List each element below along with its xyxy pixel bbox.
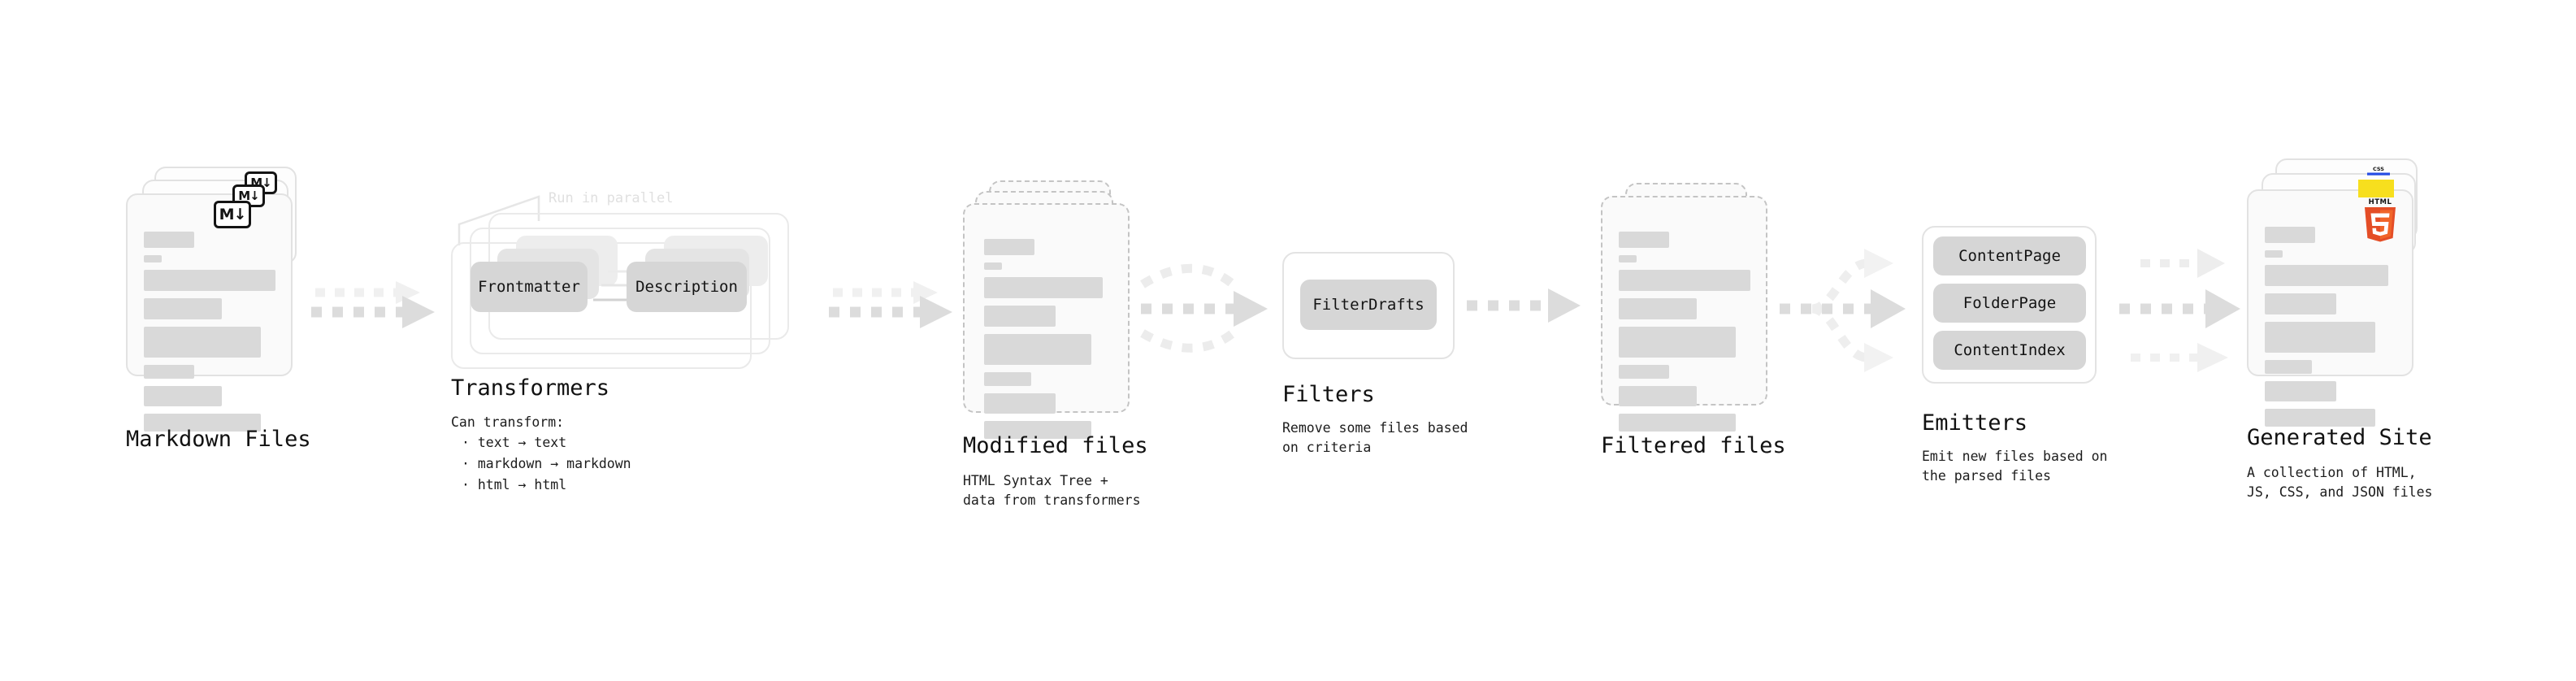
content-bar [144, 327, 261, 358]
content-bar [1619, 414, 1736, 432]
content-bar [984, 393, 1056, 414]
content-bar [1619, 298, 1697, 319]
emitters-subtitle-1: Emit new files based on [1922, 449, 2108, 464]
filters-subtitle-1: Remove some files based [1282, 420, 1468, 436]
content-bar [1619, 365, 1669, 379]
filtered-files-stack [1601, 183, 1776, 435]
arrow-filtered-to-emitters [1780, 249, 1906, 372]
content-bar [144, 270, 275, 291]
content-bar [1619, 232, 1669, 248]
arrow-transformers-to-modified [829, 281, 952, 328]
content-bar [2265, 409, 2375, 427]
modified-files-subtitle-2: data from transformers [963, 492, 1141, 508]
chip-folderpage[interactable]: FolderPage [1933, 284, 2086, 323]
content-bar [2265, 293, 2336, 314]
content-bar [2265, 381, 2336, 401]
content-bar [144, 414, 261, 432]
chip-frontmatter[interactable]: Frontmatter [471, 262, 588, 312]
content-bar [984, 306, 1056, 327]
generated-site-title: Generated Site [2247, 425, 2432, 450]
content-bar [984, 277, 1103, 298]
chip-contentindex[interactable]: ContentIndex [1933, 331, 2086, 370]
generated-site-stack: CSS HTML [2247, 158, 2426, 427]
content-bar [144, 255, 162, 262]
arrow-markdown-to-transformers [311, 281, 435, 328]
svg-text:HTML: HTML [2369, 198, 2392, 206]
markdown-files-title: Markdown Files [126, 427, 311, 452]
modified-files-subtitle-1: HTML Syntax Tree + [963, 473, 1108, 488]
transformers-subtitle-item-3: · html → html [462, 477, 567, 492]
emitters-subtitle-2: the parsed files [1922, 468, 2051, 484]
emitters-title: Emitters [1922, 410, 2028, 436]
arrow-filters-to-filtered [1467, 288, 1581, 323]
generated-site-subtitle-2: JS, CSS, and JSON files [2247, 484, 2433, 500]
content-bar [144, 365, 194, 379]
filters-subtitle-2: on criteria [1282, 440, 1372, 455]
run-in-parallel-label: Run in parallel [549, 190, 674, 206]
modified-files-stack [963, 180, 1138, 439]
content-bar [1619, 255, 1637, 262]
modified-files-title: Modified files [963, 433, 1148, 458]
chip-filterdrafts[interactable]: FilterDrafts [1300, 280, 1437, 330]
transformers-subtitle-item-2: · markdown → markdown [462, 456, 631, 471]
generated-site-subtitle-1: A collection of HTML, [2247, 465, 2417, 480]
css3-icon: CSS [2367, 166, 2390, 176]
content-bar [1619, 386, 1697, 406]
transformers-subtitle-item-1: · text → text [462, 435, 567, 450]
filtered-files-title: Filtered files [1601, 433, 1786, 458]
arrow-emitters-to-site [2119, 249, 2240, 372]
chip-description[interactable]: Description [627, 262, 747, 312]
content-bar [2265, 322, 2375, 353]
content-bar [984, 239, 1034, 255]
transformers-title: Transformers [451, 375, 610, 401]
markdown-files-stack: M↓ M↓ M↓ [126, 167, 297, 432]
content-bar [984, 334, 1091, 365]
content-bar [1619, 270, 1750, 291]
content-bar [2265, 265, 2388, 286]
transformers-subtitle-head: Can transform: [451, 414, 565, 430]
content-bar [144, 298, 222, 319]
md-badge-front: M↓ [214, 201, 251, 228]
arrow-modified-to-filters [1140, 263, 1268, 353]
content-bar [144, 232, 194, 248]
svg-text:CSS: CSS [2373, 166, 2384, 172]
content-bar [2265, 227, 2315, 243]
parallel-bracket [458, 195, 540, 245]
content-bar [984, 421, 1091, 439]
content-bar [2265, 360, 2312, 374]
content-bar [2265, 250, 2283, 258]
content-bar [144, 386, 222, 406]
html5-icon: HTML [2365, 198, 2396, 242]
js-badge [2358, 180, 2394, 197]
chip-contentpage[interactable]: ContentPage [1933, 236, 2086, 275]
filters-title: Filters [1282, 382, 1375, 407]
content-bar [984, 262, 1002, 270]
content-bar [1619, 327, 1736, 358]
content-bar [984, 372, 1031, 386]
